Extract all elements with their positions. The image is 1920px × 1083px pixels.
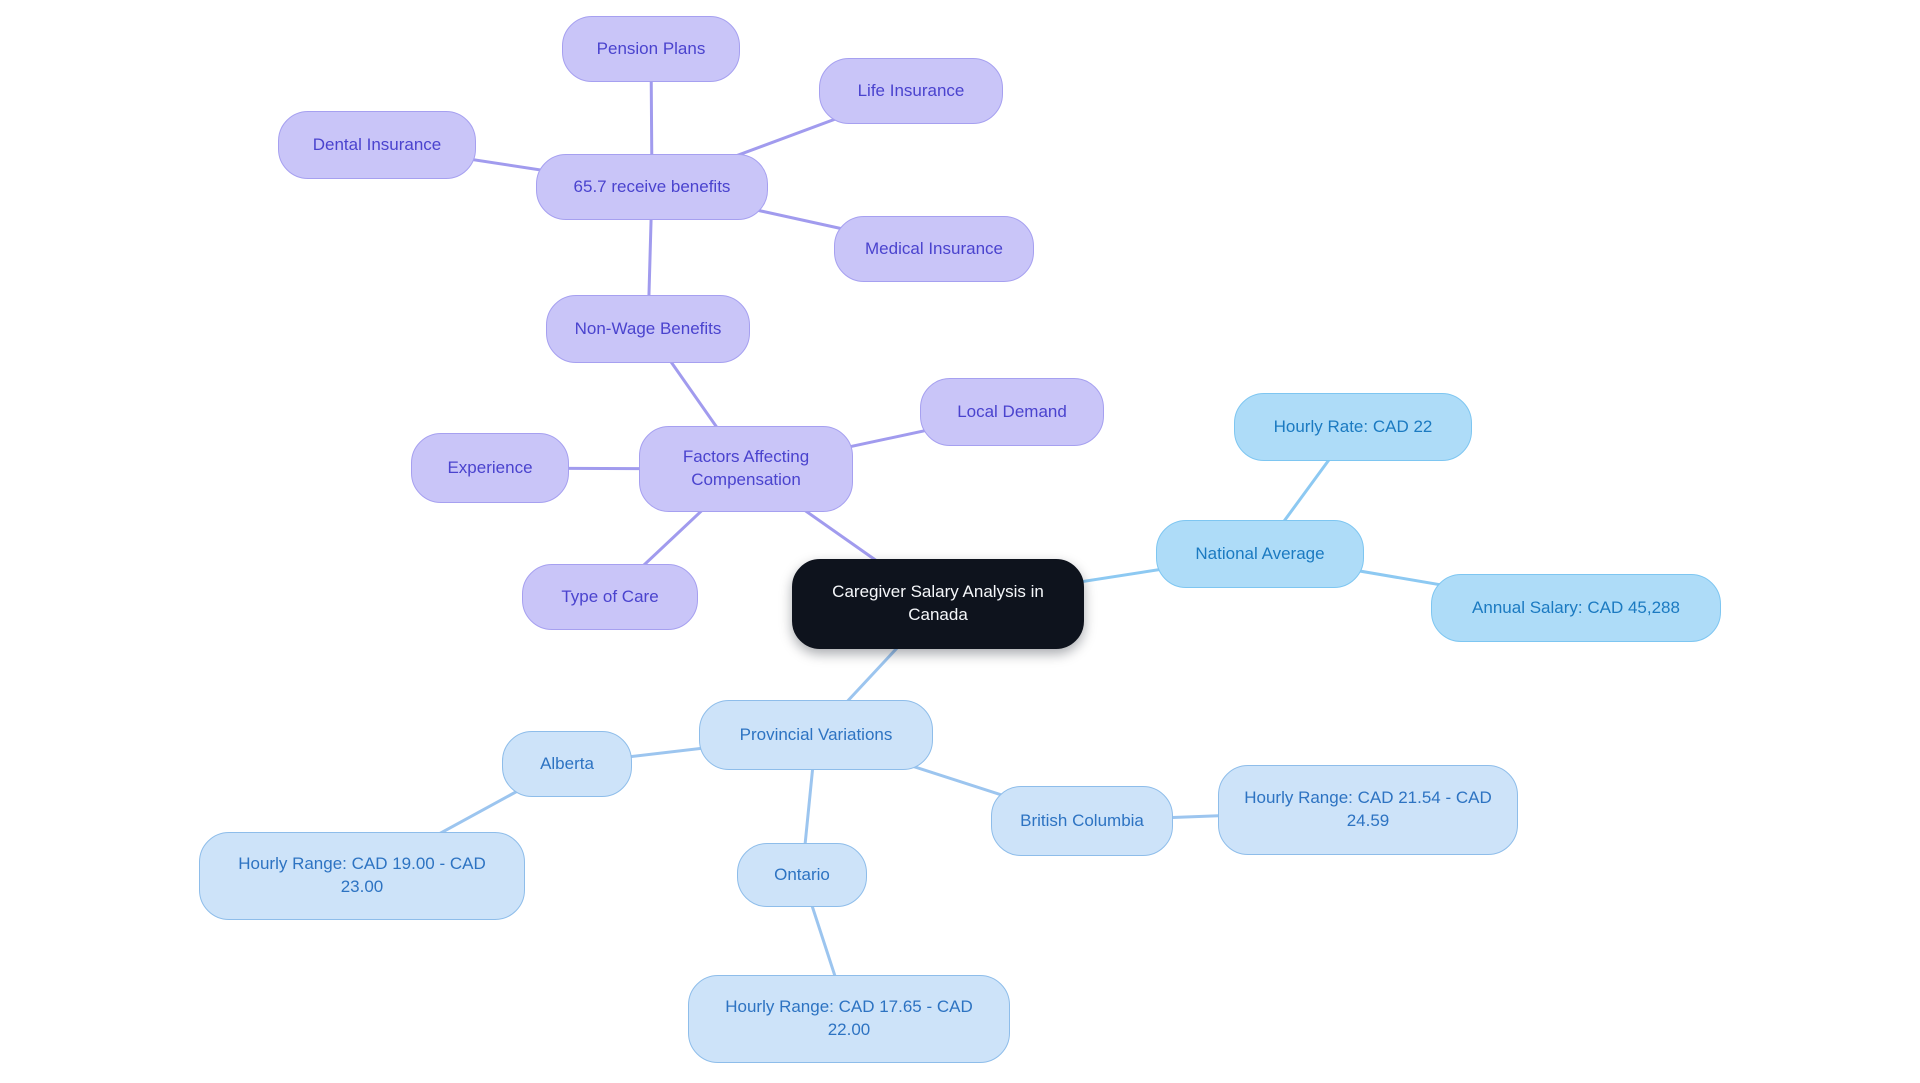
node-dental-insurance-label: Dental Insurance — [312, 134, 442, 154]
node-experience[interactable]: Experience — [411, 433, 569, 503]
node-receive-benefits[interactable]: 65.7 receive benefits — [536, 154, 768, 220]
node-life-insurance[interactable]: Life Insurance — [819, 58, 1003, 124]
node-root[interactable]: Caregiver Salary Analysis in Canada — [792, 559, 1084, 649]
node-pension-plans-label: Pension Plans — [596, 38, 706, 58]
node-factors-affecting-compensation[interactable]: Factors Affecting Compensation — [639, 426, 853, 512]
node-experience-label: Experience — [447, 457, 533, 477]
node-pension-plans[interactable]: Pension Plans — [562, 16, 740, 82]
node-ontario[interactable]: Ontario — [737, 843, 867, 907]
node-medical-insurance-label: Medical Insurance — [865, 238, 1003, 258]
node-alberta-hourly-range[interactable]: Hourly Range: CAD 19.00 - CAD 23.00 — [199, 832, 525, 920]
node-hourly-rate-label: Hourly Rate: CAD 22 — [1273, 416, 1433, 436]
node-local-demand-label: Local Demand — [957, 401, 1067, 421]
node-hourly-rate[interactable]: Hourly Rate: CAD 22 — [1234, 393, 1472, 461]
node-ontario-hourly-range-label: Hourly Range: CAD 17.65 - CAD 22.00 — [725, 997, 973, 1039]
node-non-wage-benefits[interactable]: Non-Wage Benefits — [546, 295, 750, 363]
node-provincial-variations[interactable]: Provincial Variations — [699, 700, 933, 770]
node-annual-salary-label: Annual Salary: CAD 45,288 — [1472, 597, 1680, 617]
node-ontario-label: Ontario — [774, 864, 830, 884]
node-alberta-hourly-range-label: Hourly Range: CAD 19.00 - CAD 23.00 — [238, 854, 486, 896]
node-life-insurance-label: Life Insurance — [857, 80, 965, 100]
node-factors-label: Factors Affecting Compensation — [682, 447, 810, 489]
node-local-demand[interactable]: Local Demand — [920, 378, 1104, 446]
node-annual-salary[interactable]: Annual Salary: CAD 45,288 — [1431, 574, 1721, 642]
node-national-average[interactable]: National Average — [1156, 520, 1364, 588]
node-bc-hourly-range-label: Hourly Range: CAD 21.54 - CAD 24.59 — [1244, 788, 1492, 830]
node-national-average-label: National Average — [1195, 543, 1325, 563]
node-type-of-care[interactable]: Type of Care — [522, 564, 698, 630]
node-alberta-label: Alberta — [540, 753, 594, 773]
node-bc-hourly-range[interactable]: Hourly Range: CAD 21.54 - CAD 24.59 — [1218, 765, 1518, 855]
node-non-wage-benefits-label: Non-Wage Benefits — [574, 318, 722, 338]
node-ontario-hourly-range[interactable]: Hourly Range: CAD 17.65 - CAD 22.00 — [688, 975, 1010, 1063]
node-root-label: Caregiver Salary Analysis in Canada — [832, 582, 1044, 624]
node-alberta[interactable]: Alberta — [502, 731, 632, 797]
node-provincial-variations-label: Provincial Variations — [739, 724, 893, 744]
node-british-columbia-label: British Columbia — [1020, 810, 1144, 830]
node-medical-insurance[interactable]: Medical Insurance — [834, 216, 1034, 282]
node-british-columbia[interactable]: British Columbia — [991, 786, 1173, 856]
node-receive-benefits-label: 65.7 receive benefits — [573, 176, 731, 196]
node-dental-insurance[interactable]: Dental Insurance — [278, 111, 476, 179]
node-type-of-care-label: Type of Care — [561, 586, 659, 606]
